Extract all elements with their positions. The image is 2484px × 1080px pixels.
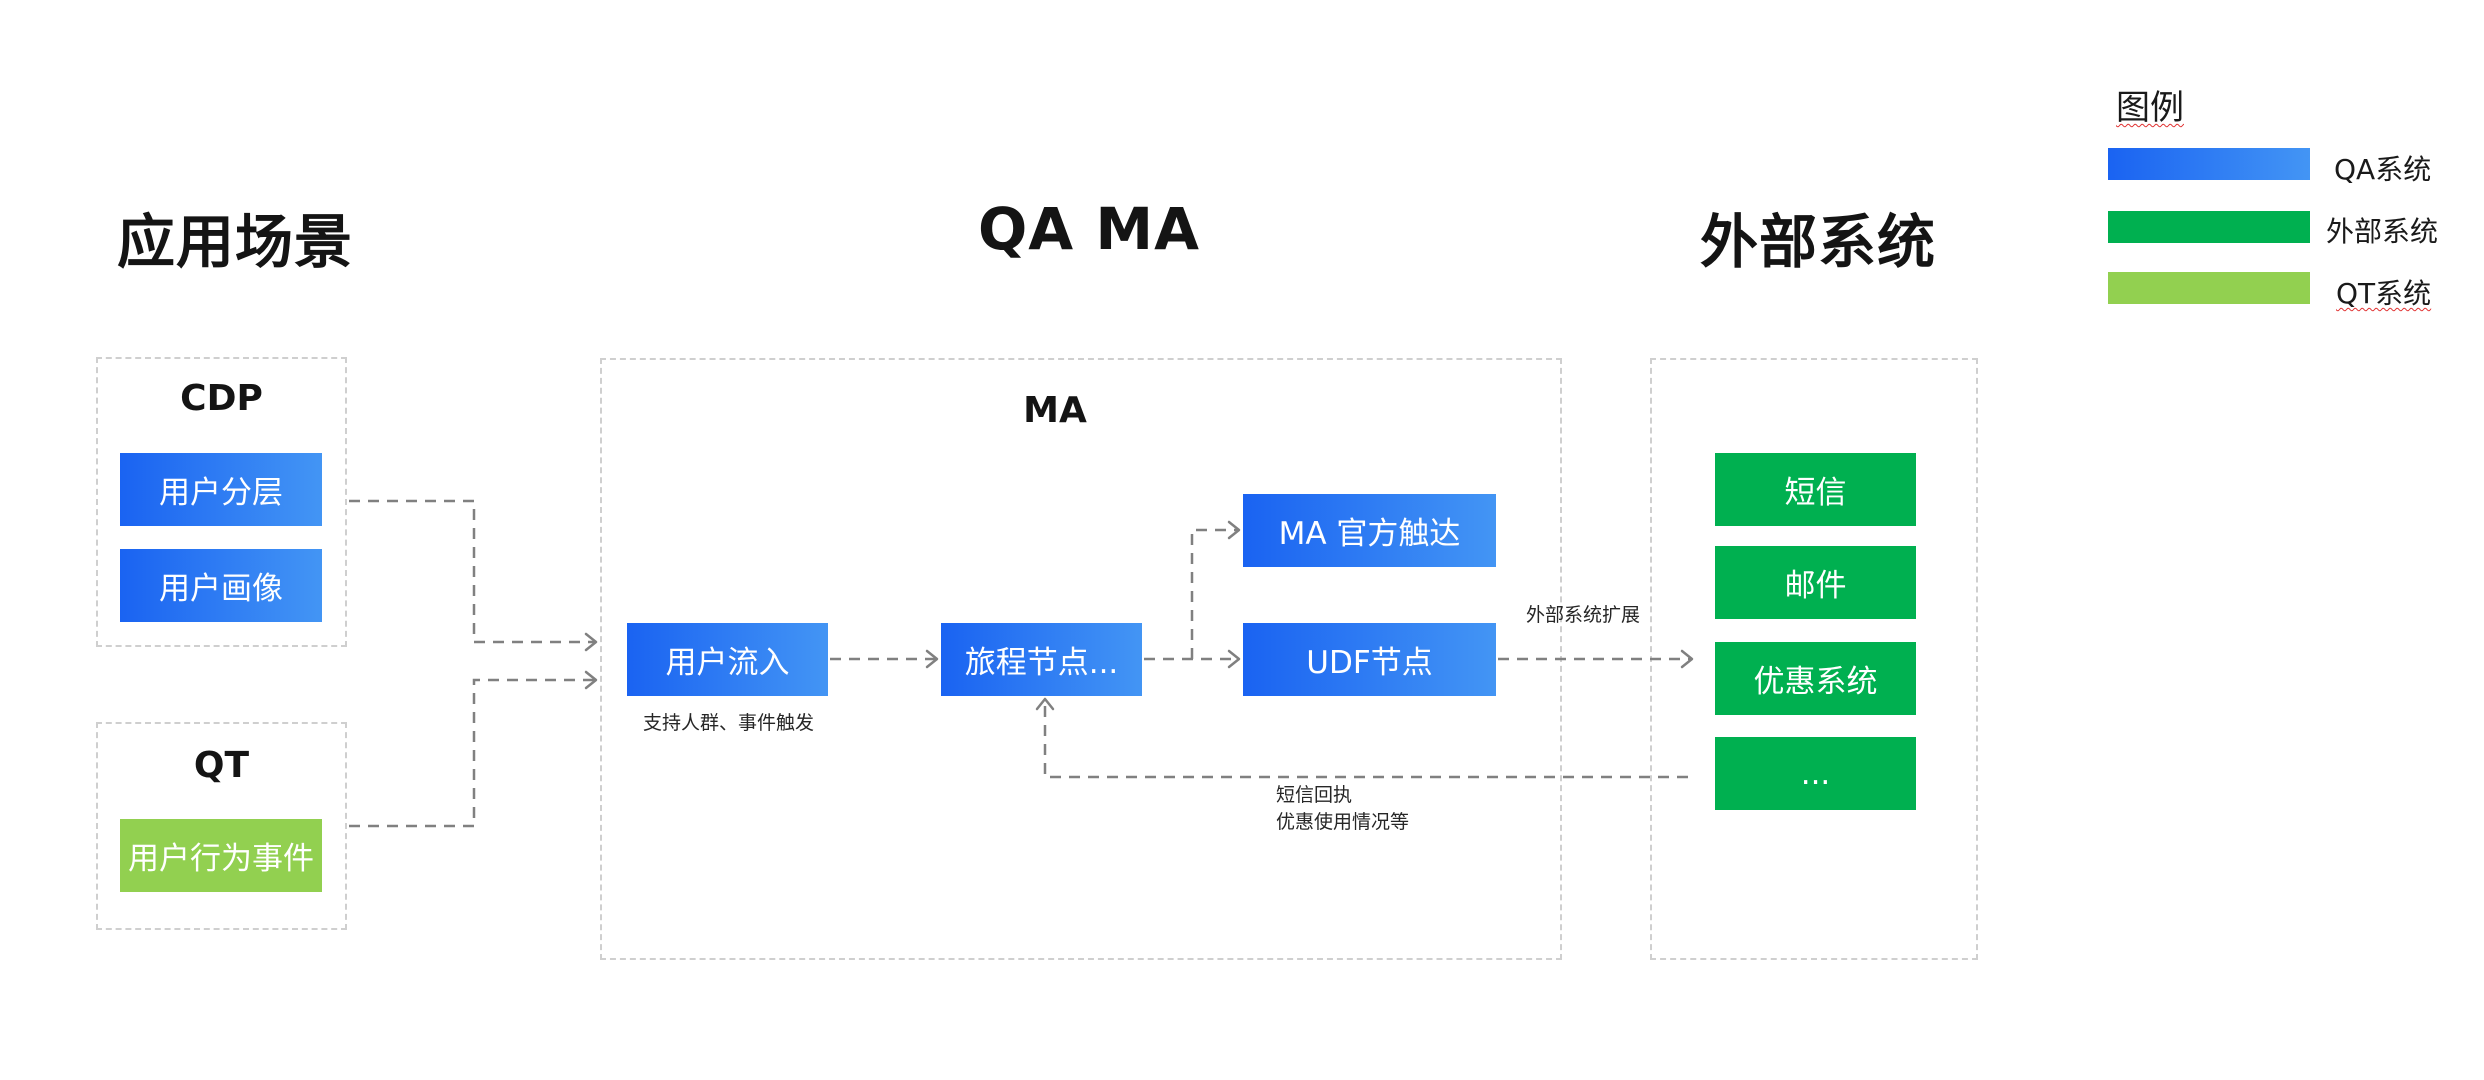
legend-swatch-qa [2108, 148, 2310, 180]
node-user-segmentation: 用户分层 [120, 453, 322, 526]
connector-cdp-to-inflow [349, 499, 594, 644]
arrowhead-udf [1227, 649, 1241, 669]
ma-group-title: MA [1023, 390, 1087, 431]
legend-label-qa: QA系统 [2334, 153, 2432, 186]
cdp-group [96, 357, 347, 647]
connector-external-feedback [1043, 700, 1688, 779]
legend-swatch-external [2108, 211, 2310, 243]
legend-label-qt: QT系统 [2336, 277, 2432, 310]
heading-external-systems: 外部系统 [1700, 208, 1937, 276]
inflow-trigger-note: 支持人群、事件触发 [643, 712, 815, 734]
legend-label-external: 外部系统 [2326, 215, 2439, 248]
connector-qt-to-inflow [349, 678, 594, 828]
node-udf: UDF节点 [1243, 623, 1496, 696]
external-extension-label: 外部系统扩展 [1526, 604, 1641, 626]
node-user-behavior-event: 用户行为事件 [120, 819, 322, 892]
node-official-reach: MA 官方触达 [1243, 494, 1496, 567]
arrowhead-journey [925, 649, 939, 669]
node-coupon-system: 优惠系统 [1715, 642, 1916, 715]
qt-group-title: QT [193, 745, 250, 786]
node-user-inflow: 用户流入 [627, 623, 828, 696]
arrowhead-feedback [1035, 697, 1055, 711]
arrowhead-official-reach [1227, 520, 1241, 540]
node-more-systems: ... [1715, 737, 1916, 810]
legend-swatch-qt [2108, 272, 2310, 304]
node-email: 邮件 [1715, 546, 1916, 619]
node-journey: 旅程节点... [941, 623, 1142, 696]
arrowhead-qt [584, 670, 598, 690]
node-sms: 短信 [1715, 453, 1916, 526]
heading-qa-ma: QA MA [978, 195, 1200, 263]
legend-title: 图例 [2116, 88, 2184, 128]
qt-group [96, 722, 347, 930]
cdp-group-title: CDP [180, 378, 263, 419]
feedback-label-line1: 短信回执 [1276, 784, 1353, 806]
connector-journey-to-official-reach [1190, 528, 1237, 659]
node-user-profile: 用户画像 [120, 549, 322, 622]
arrowhead-external [1680, 649, 1694, 669]
arrowhead-cdp [584, 632, 598, 652]
heading-scenarios: 应用场景 [117, 208, 354, 276]
feedback-label-line2: 优惠使用情况等 [1276, 811, 1410, 833]
